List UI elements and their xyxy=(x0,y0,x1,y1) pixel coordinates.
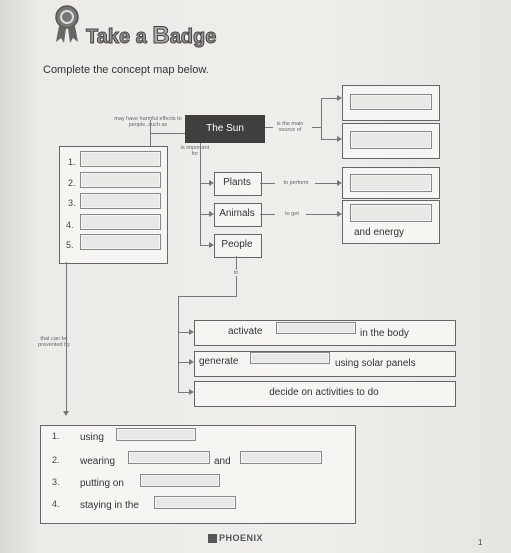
harm-answer-4[interactable] xyxy=(80,214,161,230)
phoenix-logo-icon xyxy=(208,534,217,543)
sun-label: The Sun xyxy=(206,123,244,134)
prevent-number-4: 4. xyxy=(52,499,60,509)
action-decide-text: decide on activities to do xyxy=(269,387,379,398)
animals-label: Animals xyxy=(219,208,255,219)
people-box xyxy=(214,234,262,258)
title-part-1: Take a xyxy=(85,26,153,49)
prevent-answer-3[interactable] xyxy=(140,474,220,487)
prevent-answer-2a[interactable] xyxy=(128,451,210,464)
harm-answer-1[interactable] xyxy=(80,151,161,167)
prevent-answer-1[interactable] xyxy=(116,428,196,441)
action-generate-suffix: using solar panels xyxy=(335,358,416,369)
footer-brand: PHOENIX xyxy=(219,533,264,543)
harm-number-3: 3. xyxy=(68,198,76,208)
instruction-text: Complete the concept map below. xyxy=(43,64,209,76)
people-label: People xyxy=(221,239,253,250)
prevent-text-4: staying in the xyxy=(80,500,139,511)
source-answer-2[interactable] xyxy=(350,131,432,149)
harm-answer-2[interactable] xyxy=(80,172,161,188)
title-part-3: adge xyxy=(169,26,217,49)
prevent-number-1: 1. xyxy=(52,431,60,441)
animals-answer[interactable] xyxy=(350,204,432,222)
title-part-2: B xyxy=(152,22,170,50)
plants-label: Plants xyxy=(223,177,251,188)
prevent-text-1: using xyxy=(80,432,104,443)
action-box-decide xyxy=(194,381,456,407)
prevent-answer-4[interactable] xyxy=(154,496,236,509)
animals-link-text: to get xyxy=(285,211,299,217)
page-number: 1 xyxy=(478,538,483,547)
plants-link-text: to perform xyxy=(283,180,309,186)
harm-number-4: 4. xyxy=(66,220,74,230)
prevent-number-3: 3. xyxy=(52,477,60,487)
sun-box xyxy=(185,115,265,143)
animals-box xyxy=(214,203,262,227)
page-title: Take a Badge xyxy=(85,22,217,50)
action-activate-suffix: in the body xyxy=(360,328,409,339)
harm-number-2: 2. xyxy=(68,178,76,188)
action-activate-answer[interactable] xyxy=(276,322,356,334)
sun-harm-note: may have harmful effects to people, such… xyxy=(114,116,182,128)
prevent-text-2-mid: and xyxy=(214,456,231,467)
harm-number-5: 5. xyxy=(66,240,74,250)
people-link-text: to xyxy=(231,270,241,276)
prevent-text-3: putting on xyxy=(80,478,124,489)
sun-important-note: is important for xyxy=(180,145,210,157)
plants-answer[interactable] xyxy=(350,174,432,192)
harm-number-1: 1. xyxy=(68,157,76,167)
badge-icon xyxy=(50,4,84,44)
action-generate-prefix: generate xyxy=(199,356,239,367)
prevent-text-2: wearing xyxy=(80,456,116,467)
animals-suffix: and energy xyxy=(354,227,405,238)
plants-box xyxy=(214,172,262,196)
sun-source-note: is the main source of xyxy=(276,121,304,133)
prevent-note: that can be prevented by xyxy=(38,336,70,348)
harm-answer-3[interactable] xyxy=(80,193,161,209)
source-answer-1[interactable] xyxy=(350,94,432,110)
prevent-answer-2b[interactable] xyxy=(240,451,322,464)
action-generate-answer[interactable] xyxy=(250,352,330,364)
prevent-number-2: 2. xyxy=(52,455,60,465)
harm-answer-5[interactable] xyxy=(80,234,161,250)
action-activate-prefix: activate xyxy=(228,326,263,337)
